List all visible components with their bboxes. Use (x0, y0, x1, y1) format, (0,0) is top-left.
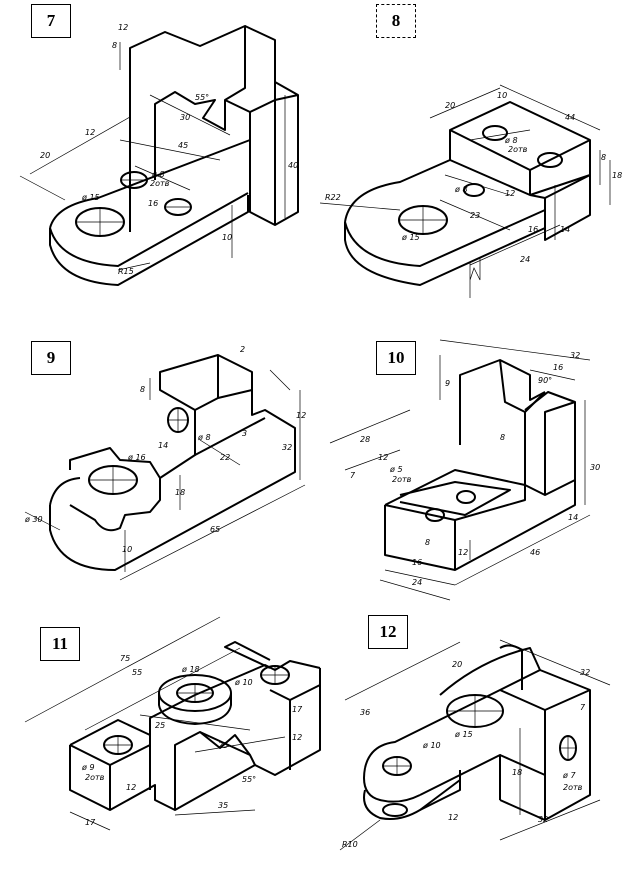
dim-text: 10 (222, 233, 232, 242)
dim-text: 8 (500, 433, 505, 442)
dim-text: ø 30 (24, 515, 43, 524)
dim-text: 17 (85, 818, 96, 827)
dim-text: 65 (210, 525, 220, 534)
dim-text: 18 (612, 171, 622, 180)
dim-text: ø 15 (81, 193, 100, 202)
dim-text: 17 (292, 705, 303, 714)
dim-text: 25 (218, 741, 228, 750)
dim-text: 12 (505, 189, 515, 198)
dim-text: ø 10 (422, 741, 441, 750)
dim-text: 14 (568, 513, 578, 522)
dim-text: 18 (175, 488, 185, 497)
dim-text: 20 (445, 101, 455, 110)
dim-text: ø 5 (389, 465, 403, 474)
dim-text: 16 (412, 558, 422, 567)
dim-text: 90° (538, 376, 552, 385)
dim-text: ø 9 (81, 763, 95, 772)
dim-text: 12 (118, 23, 128, 32)
dim-text: R10 (342, 840, 358, 849)
dim-text: ø 15 (454, 730, 473, 739)
figure-10-drawing: 28 12 ø 5 2отв 7 9 32 90° 16 30 14 46 24… (329, 339, 600, 601)
dim-text: 14 (560, 225, 570, 234)
dim-text: 2отв (150, 179, 170, 188)
dim-text: 2отв (563, 783, 583, 792)
figure-9-drawing: 2 8 ø 16 14 ø 8 22 3 18 32 ø 30 10 65 12 (24, 345, 306, 581)
dim-text: ø 8 (197, 433, 211, 442)
dim-text: ø 8 (504, 136, 518, 145)
dim-text: 25 (155, 721, 165, 730)
dim-text: 9 (445, 379, 450, 388)
figure-8-drawing: 20 10 44 ø 8 2отв R22 ø 8 12 23 ø 15 16 … (319, 84, 622, 298)
figure-12-label: 12 (368, 615, 408, 649)
dim-text: 32 (570, 351, 580, 360)
dim-text: 2отв (392, 475, 412, 484)
dim-text: ø 10 (234, 678, 253, 687)
dim-text: 7 (350, 471, 356, 480)
dim-text: 7 (580, 703, 586, 712)
dim-text: ø 8 (151, 170, 165, 179)
figure-8-label: 8 (376, 4, 416, 38)
figure-11-drawing: 75 55 ø 18 ø 10 25 25 ø 9 2отв 12 17 35 … (24, 616, 321, 831)
dim-text: 18 (512, 768, 522, 777)
dim-text: 55° (195, 93, 209, 102)
dim-text: 23 (470, 211, 480, 220)
dim-text: 22 (220, 453, 230, 462)
dim-text: 24 (520, 255, 530, 264)
dim-text: 10 (497, 91, 507, 100)
dim-text: ø 18 (181, 665, 200, 674)
dim-text: 30 (590, 463, 600, 472)
dim-text: 32 (538, 815, 548, 824)
dim-text: 12 (292, 733, 302, 742)
dim-text: 75 (120, 654, 130, 663)
dim-text: 20 (40, 151, 50, 160)
dim-text: 16 (148, 199, 158, 208)
dim-text: 35 (218, 801, 228, 810)
dim-text: 40 (288, 161, 298, 170)
figure-7-label: 7 (31, 4, 71, 38)
figure-10-label: 10 (376, 341, 416, 375)
figure-11-label: 11 (40, 627, 80, 661)
dim-text: 12 (378, 453, 388, 462)
dim-text: 12 (458, 548, 468, 557)
dim-text: 12 (85, 128, 95, 137)
dim-text: 24 (412, 578, 422, 587)
dim-text: 28 (360, 435, 370, 444)
dim-text: 8 (601, 153, 606, 162)
dim-text: 36 (360, 708, 370, 717)
dim-text: 8 (140, 385, 145, 394)
dim-text: 8 (425, 538, 430, 547)
dim-text: 3 (242, 429, 247, 438)
dim-text: 20 (452, 660, 462, 669)
dim-text: ø 8 (454, 185, 468, 194)
dim-text: 45 (178, 141, 188, 150)
dim-text: 14 (158, 441, 168, 450)
dim-text: 46 (530, 548, 540, 557)
dim-text: 30 (180, 113, 190, 122)
dim-text: 2 (240, 345, 245, 354)
dim-text: 12 (448, 813, 458, 822)
figure-9-label: 9 (31, 341, 71, 375)
dim-text: ø 7 (562, 771, 576, 780)
dim-text: 32 (580, 668, 590, 677)
dim-text: 16 (553, 363, 563, 372)
dim-text: 10 (122, 545, 132, 554)
dim-text: R22 (325, 193, 341, 202)
dim-text: ø 15 (401, 233, 420, 242)
dim-text: 44 (565, 113, 575, 122)
dim-text: 32 (282, 443, 292, 452)
dim-text: 12 (126, 783, 136, 792)
dim-text: 2отв (85, 773, 105, 782)
dim-text: 16 (528, 225, 538, 234)
dim-text: 12 (296, 411, 306, 420)
dim-text: 2отв (508, 145, 528, 154)
dim-text: R15 (118, 267, 134, 276)
dim-text: 55 (132, 668, 142, 677)
figure-7-drawing: 12 8 55° 30 45 12 20 ø 8 2отв 16 ø 15 40… (19, 23, 299, 286)
dim-text: 8 (112, 41, 117, 50)
dim-text: ø 16 (127, 453, 146, 462)
dim-text: 55° (242, 775, 256, 784)
figure-12-drawing: 36 20 32 7 ø 10 ø 15 18 ø 7 2отв 32 R10 … (339, 639, 611, 851)
